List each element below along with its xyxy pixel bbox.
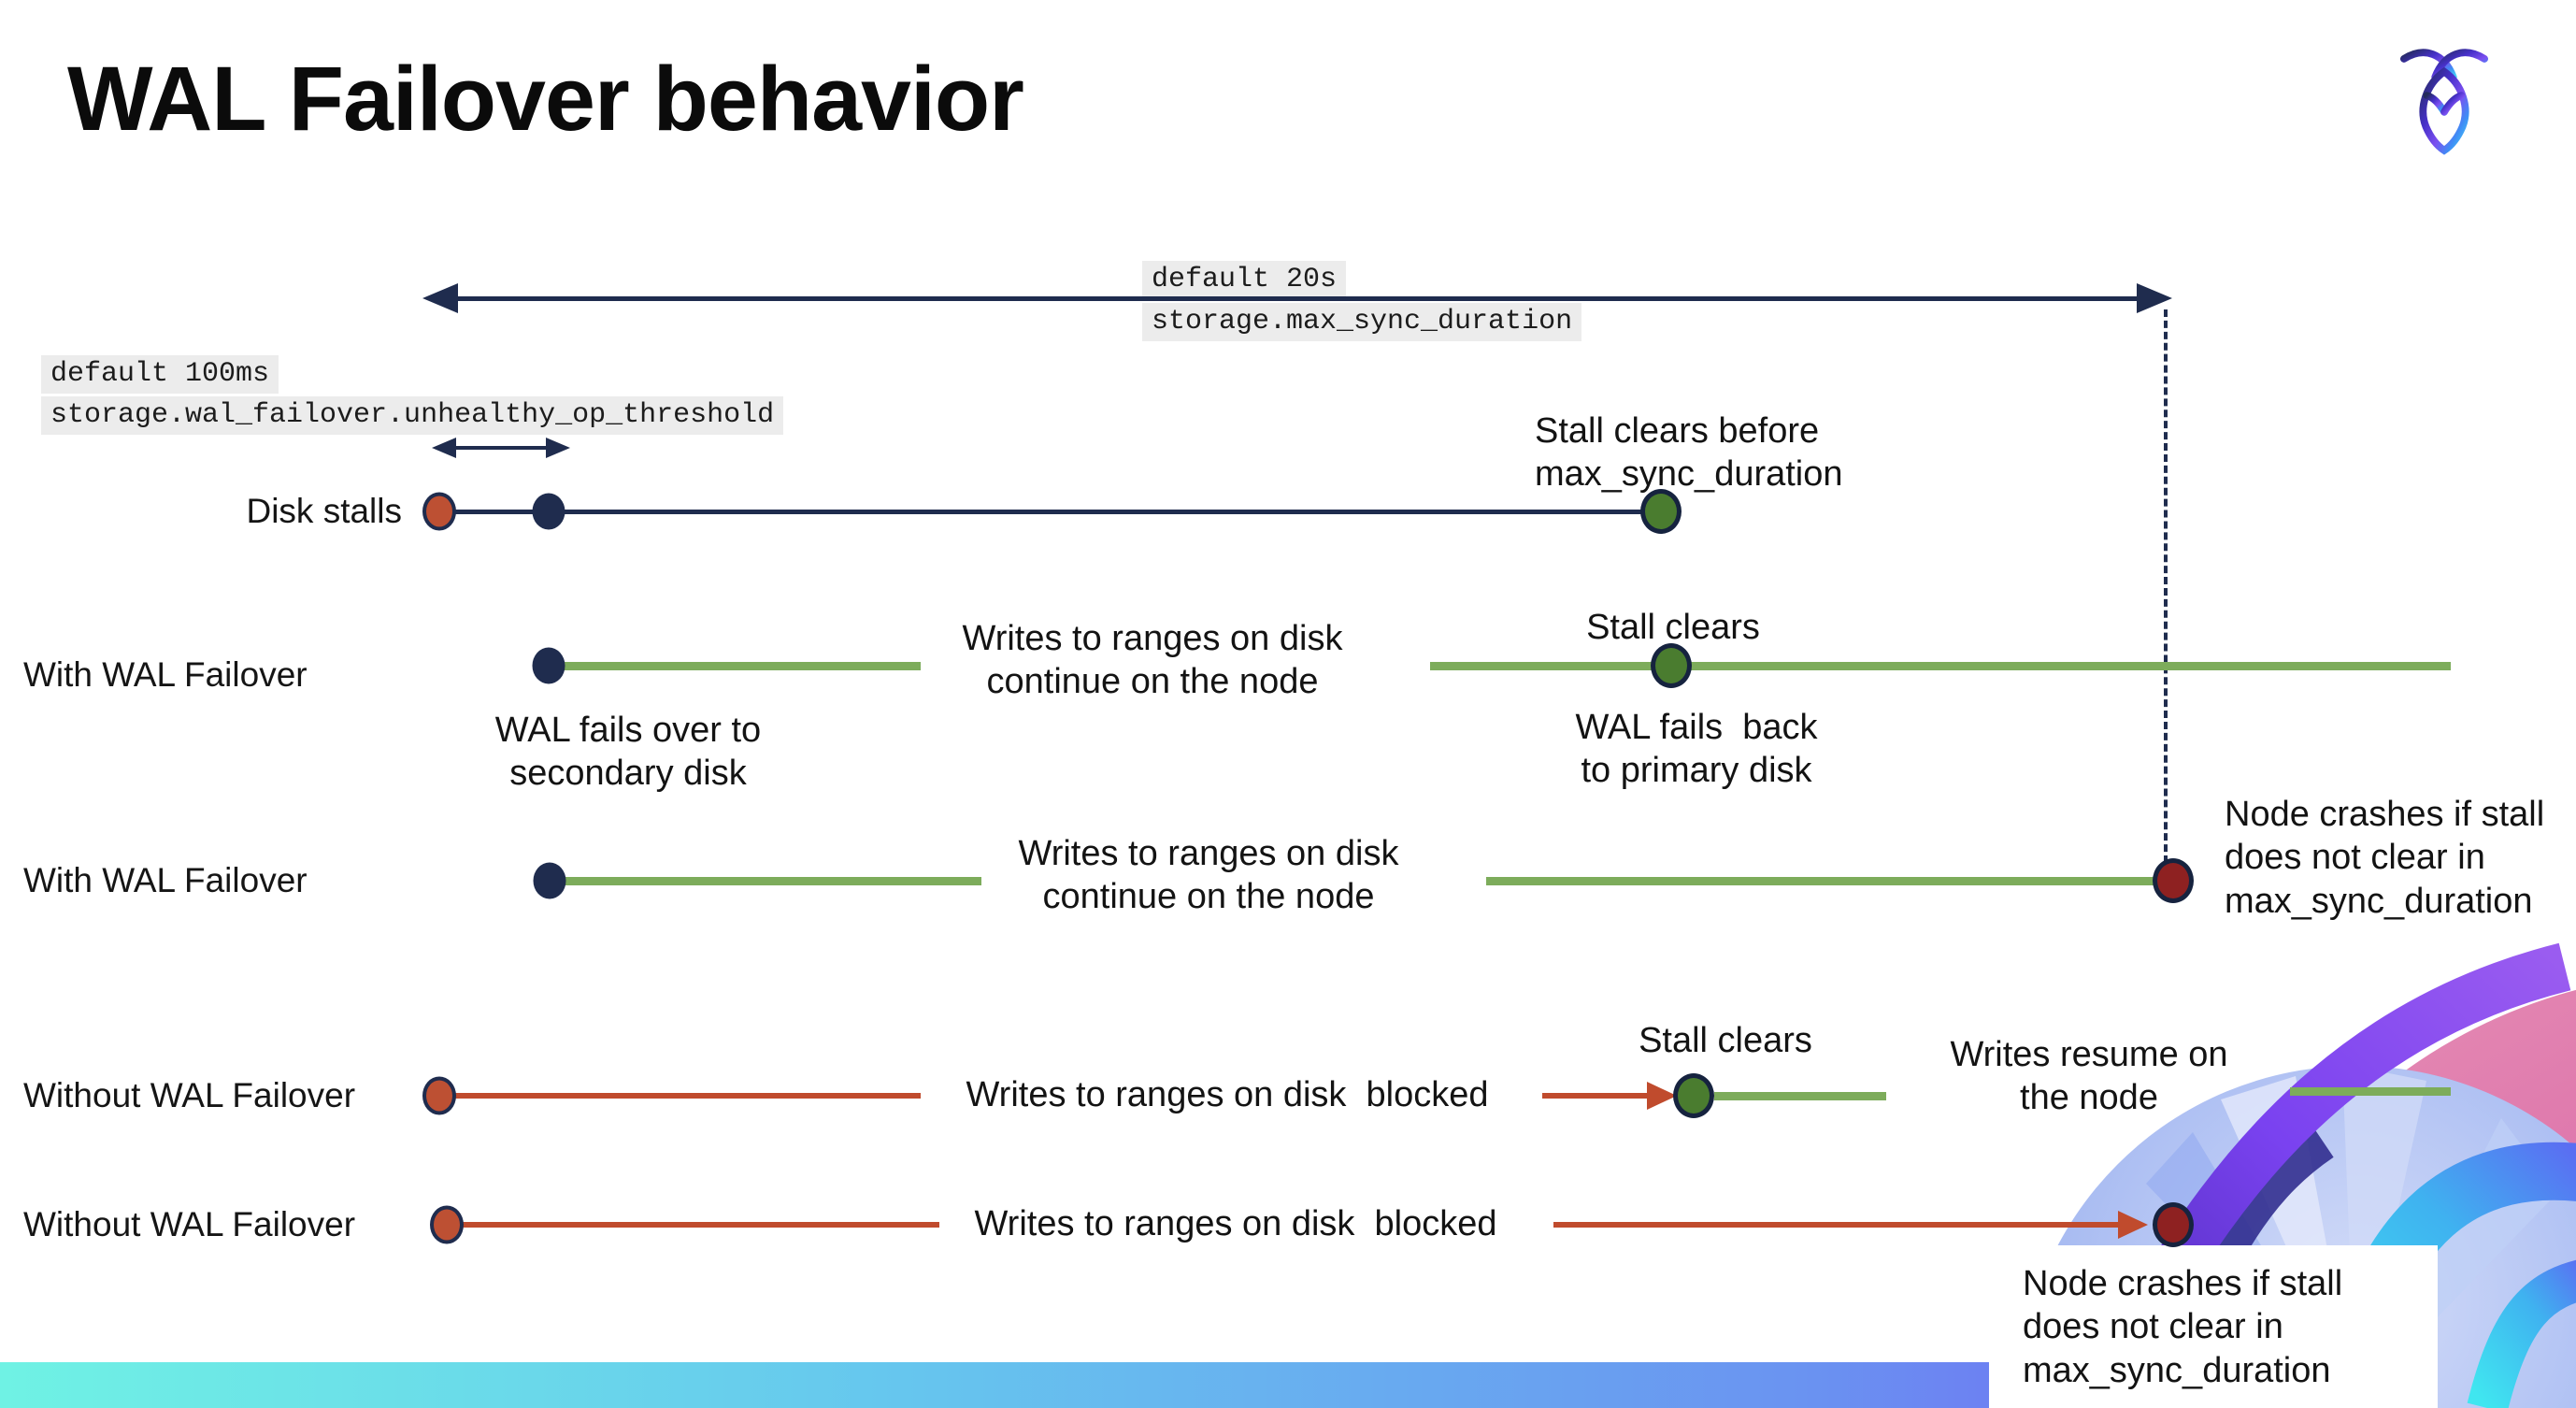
disk-stall-start-dot (430, 1205, 464, 1244)
arrow-left-icon (432, 438, 456, 458)
timeline-line (1486, 877, 2161, 885)
unhealthy-op-default-label: default 100ms (41, 355, 279, 394)
row-label: With WAL Failover (23, 655, 308, 694)
timeline-line (561, 877, 981, 885)
failover-threshold-dot (532, 493, 565, 530)
arrow-left-icon (422, 283, 458, 313)
arrow-right-icon (2137, 283, 2172, 313)
max-sync-default-label: default 20s (1142, 261, 1347, 299)
failover-dot (533, 862, 566, 899)
threshold-span-line (447, 446, 548, 450)
stall-clear-dot (1651, 643, 1692, 688)
max-sync-setting-label: storage.max_sync_duration (1142, 303, 1582, 341)
max-sync-deadline-dashed-line (2164, 309, 2168, 863)
stall-clears-label: Stall clears (1586, 608, 1760, 647)
stall-clear-dot (1640, 489, 1682, 534)
node-crash-note: Node crashes if stall does not clear in … (2023, 1264, 2343, 1390)
blocked-line (1553, 1222, 2122, 1228)
wal-fails-back-note: WAL fails back to primary disk (1575, 708, 1818, 791)
row-label: Disk stalls (246, 492, 402, 530)
stall-clears-before-note: Stall clears before max_sync_duration (1535, 411, 1843, 495)
disk-stall-start-dot (422, 492, 456, 531)
unhealthy-op-setting-label: storage.wal_failover.unhealthy_op_thresh… (41, 396, 784, 435)
disk-stall-start-dot (422, 1076, 456, 1115)
timeline-line (561, 662, 921, 670)
cockroach-logo-icon (2399, 49, 2489, 155)
stall-clear-dot (1673, 1073, 1714, 1118)
blocked-line (452, 1093, 921, 1099)
max-sync-duration-span-line (439, 296, 2154, 301)
row-label: With WAL Failover (23, 861, 308, 899)
row-label: Without WAL Failover (23, 1076, 356, 1114)
timeline-line (1430, 662, 2451, 670)
timeline-line (1714, 1092, 1886, 1100)
arrow-right-icon (2118, 1211, 2148, 1239)
timeline-line (2290, 1087, 2451, 1096)
failover-dot (532, 647, 565, 684)
page-title: WAL Failover behavior (67, 48, 1024, 150)
stall-clears-label: Stall clears (1639, 1021, 1812, 1060)
blocked-line (1542, 1093, 1651, 1099)
node-crash-callout: Node crashes if stall does not clear in … (1989, 1245, 2438, 1408)
writes-continue-note: Writes to ranges on disk continue on the… (1018, 834, 1399, 917)
wal-fails-over-note: WAL fails over to secondary disk (494, 711, 762, 794)
writes-continue-note: Writes to ranges on disk continue on the… (962, 619, 1343, 702)
arrow-right-icon (1647, 1082, 1677, 1110)
node-crash-dot (2153, 1202, 2194, 1247)
timeline-line (439, 510, 1661, 514)
node-crash-dot (2153, 858, 2194, 903)
row-label: Without WAL Failover (23, 1205, 356, 1243)
arrow-right-icon (546, 438, 570, 458)
blocked-line (461, 1222, 939, 1228)
node-crash-note: Node crashes if stall does not clear in … (2225, 795, 2545, 921)
writes-blocked-note: Writes to ranges on disk blocked (974, 1204, 1497, 1243)
writes-resume-note: Writes resume on the node (1950, 1035, 2228, 1118)
writes-blocked-note: Writes to ranges on disk blocked (966, 1075, 1489, 1114)
